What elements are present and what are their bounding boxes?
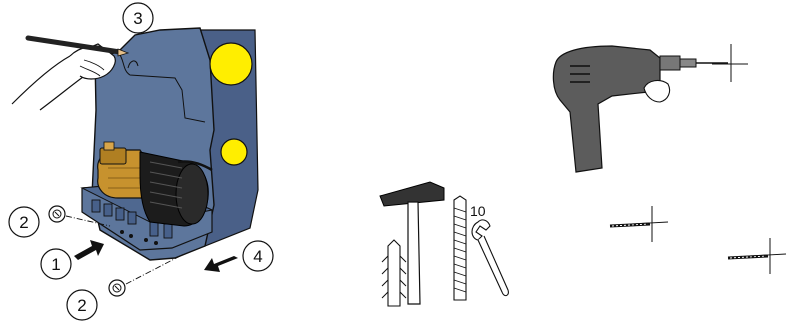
upper-wall-screw [49, 206, 65, 222]
arrow-icon-step1 [74, 240, 104, 260]
pencil-icon [28, 38, 120, 52]
svg-text:3: 3 [133, 9, 142, 28]
callout-step3: 3 [123, 3, 153, 33]
pump-port-cap [104, 142, 114, 150]
screw-icon-right [728, 238, 786, 274]
threaded-rod-icon [454, 196, 466, 300]
svg-text:1: 1 [51, 255, 60, 274]
motor-end-cap [176, 164, 208, 224]
wrench-size-label: 10 [470, 203, 486, 219]
marker-dot-upper [210, 43, 252, 85]
svg-text:4: 4 [253, 247, 262, 266]
wall-plug-icon [382, 240, 406, 306]
callout-step1: 1 [41, 249, 71, 279]
callout-step4: 4 [243, 241, 273, 271]
screw-icon-left [610, 206, 668, 242]
callout-step2-upper: 2 [9, 207, 39, 237]
drill-icon [553, 44, 748, 172]
arrow-icon-step4 [204, 256, 238, 272]
marker-dot-lower [221, 139, 247, 165]
lower-wall-screw [109, 280, 125, 296]
svg-text:2: 2 [77, 296, 86, 315]
svg-text:2: 2 [19, 213, 28, 232]
wrench-icon [472, 220, 508, 296]
callout-step2-lower: 2 [67, 290, 97, 320]
